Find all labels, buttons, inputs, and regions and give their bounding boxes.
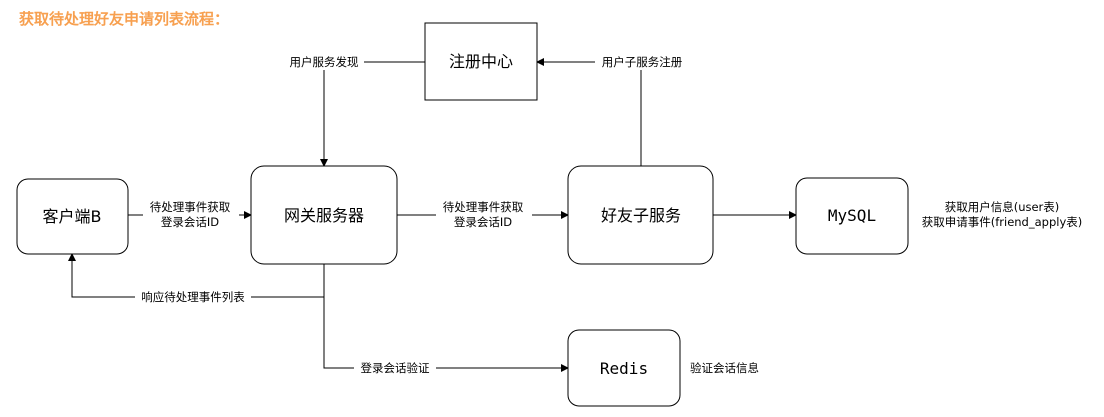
edge-label-response: 响应待处理事件列表 bbox=[141, 290, 245, 304]
edge-label-bg bbox=[595, 53, 689, 70]
node-registry-label: 注册中心 bbox=[449, 52, 513, 71]
edge-label-bg bbox=[354, 360, 436, 376]
edge-service-register bbox=[536, 58, 642, 166]
node-friend-service-label: 好友子服务 bbox=[601, 206, 681, 225]
node-redis-label: Redis bbox=[600, 359, 648, 378]
edge-label-bg bbox=[135, 289, 251, 305]
edge-label-bg bbox=[284, 53, 364, 70]
node-client-label: 客户端B bbox=[43, 207, 102, 226]
node-redis bbox=[567, 329, 681, 407]
edge-label-service-register: 用户子服务注册 bbox=[602, 55, 683, 69]
edge-label-gateway-request-line2: 登录会话ID bbox=[454, 215, 512, 229]
edge-label-bg bbox=[143, 199, 239, 229]
note-mysql-line2: 获取申请事件(friend_apply表) bbox=[922, 215, 1083, 229]
edge-service-discovery bbox=[320, 61, 425, 167]
page-title: 获取待处理好友申请列表流程： bbox=[19, 10, 230, 28]
node-gateway bbox=[250, 165, 398, 265]
node-friend-service bbox=[567, 165, 714, 265]
node-gateway-label: 网关服务器 bbox=[284, 206, 364, 225]
note-mysql-line1: 获取用户信息(user表) bbox=[945, 200, 1060, 214]
node-mysql-label: MySQL bbox=[828, 206, 876, 225]
node-client bbox=[16, 178, 129, 255]
edge-label-client-request-line1: 待处理事件获取 bbox=[150, 200, 231, 214]
edge-label-service-discovery: 用户服务发现 bbox=[290, 55, 359, 69]
edge-label-gateway-request-line1: 待处理事件获取 bbox=[443, 200, 524, 214]
edge-label-session-verify: 登录会话验证 bbox=[361, 361, 430, 375]
edge-label-client-request-line2: 登录会话ID bbox=[161, 215, 219, 229]
edge-label-bg bbox=[436, 199, 532, 229]
node-mysql bbox=[795, 177, 909, 255]
edge-session-verify bbox=[323, 297, 569, 372]
note-redis: 验证会话信息 bbox=[690, 361, 759, 375]
node-registry bbox=[424, 22, 538, 101]
